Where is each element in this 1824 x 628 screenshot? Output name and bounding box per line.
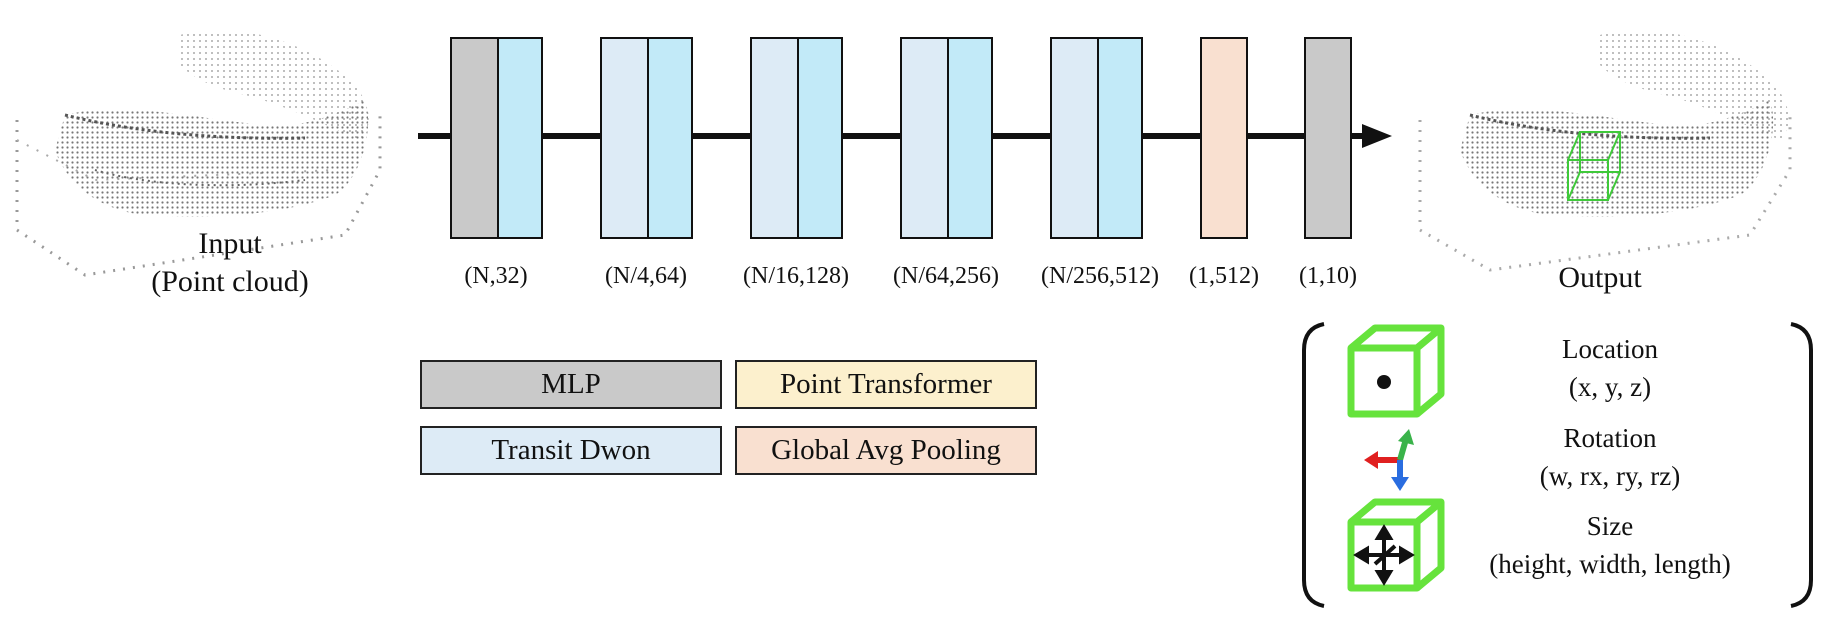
block-td-pt-3 [900,37,993,239]
size-title: Size [1586,511,1634,541]
block-mlp-head [1304,37,1352,239]
legend-global-avg-pooling: Global Avg Pooling [735,426,1037,475]
dim-label: (N/4,64) [605,263,687,289]
block-segment-transit-down [752,39,797,237]
block-segment-transit-down [1052,39,1097,237]
output-point-cloud [1418,30,1792,272]
block-segment-point-transformer [947,39,991,237]
location-cube-icon [1347,324,1445,418]
right-bracket [1790,322,1813,608]
block-td-pt-4 [1050,37,1143,239]
block-segment-mlp [452,39,497,237]
left-bracket [1302,322,1325,608]
dim-label: (N,32) [464,263,528,289]
dim-label: (1,512) [1189,263,1259,289]
dim-label: (N/256,512) [1041,263,1159,289]
dim-label: (N/64,256) [893,263,999,289]
output-caption: Output [1558,261,1642,294]
input-caption: Input (Point cloud) [100,225,360,301]
legend-mlp: MLP [420,360,722,409]
block-td-pt-1 [600,37,693,239]
block-segment-point-transformer [1097,39,1141,237]
location-title: Location [1562,334,1658,364]
rotation-vars: (w, rx, ry, rz) [1539,461,1681,491]
size-cube-icon [1347,498,1445,592]
rotation-title: Rotation [1563,423,1657,453]
input-point-cloud [15,30,382,277]
location-param: Location (x, y, z) [1445,330,1775,406]
block-segment-point-transformer [647,39,691,237]
location-vars: (x, y, z) [1568,372,1652,402]
block-segment-point-transformer [797,39,841,237]
block-td-pt-2 [750,37,843,239]
dim-label: (N/16,128) [743,263,849,289]
block-segment-point-transformer [497,39,541,237]
block-segment-transit-down [602,39,647,237]
dim-label: (1,10) [1299,263,1357,289]
size-param: Size (height, width, length) [1445,507,1775,583]
bounding-box-icon [1567,131,1621,201]
rotation-axes-icon [1364,429,1414,491]
input-caption-line2: (Point cloud) [151,265,309,298]
input-caption-line1: Input [198,227,262,260]
legend-transit-down: Transit Dwon [420,426,722,475]
block-segment-transit-down [902,39,947,237]
size-vars: (height, width, length) [1489,549,1731,579]
block-mlp-pt [450,37,543,239]
block-global-avg-pooling [1200,37,1248,239]
legend-point-transformer: Point Transformer [735,360,1037,409]
rotation-param: Rotation (w, rx, ry, rz) [1445,419,1775,495]
